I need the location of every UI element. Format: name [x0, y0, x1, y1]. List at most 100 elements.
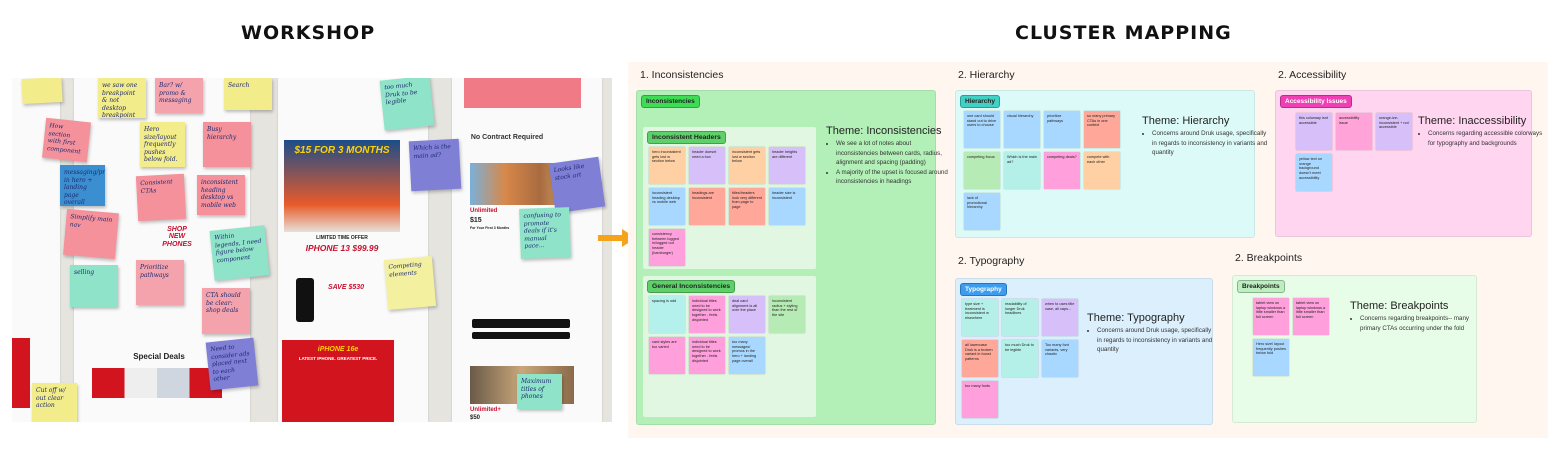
section-label-inconsistencies: 1. Inconsistencies	[640, 69, 724, 81]
sticky-note[interactable]: so many primary CTAs in one context	[1084, 111, 1120, 148]
sticky-note[interactable]: individual titles need to be designed to…	[689, 337, 725, 374]
cluster-tag[interactable]: Hierarchy	[960, 95, 1000, 108]
sub-cluster-tag[interactable]: Inconsistent Headers	[647, 131, 726, 144]
sticky-note[interactable]: orange-ize- inconsistent + not accessibl…	[1376, 113, 1412, 150]
cluster-tag[interactable]: Breakpoints	[1237, 280, 1285, 293]
sticky-note[interactable]: all lowercase Druk is a broken variant i…	[962, 340, 998, 377]
photo-sticky-note: Within legends, I need figure below comp…	[209, 225, 270, 281]
sticky-note[interactable]: too many fonts	[962, 381, 998, 418]
photo-sticky-note: Need to consider ads placed next to each…	[205, 337, 259, 391]
print-limited: LIMITED TIME OFFER	[316, 235, 368, 241]
hero-banner	[284, 140, 400, 232]
sticky-note[interactable]: type size + treatment is inconsistent w …	[962, 299, 998, 336]
photo-sticky-note: Search	[224, 78, 272, 110]
theme-bullets: Concerns around Druk usage, specifically…	[1142, 129, 1270, 158]
cluster-breakpoints[interactable]: tablet view on laptop windows a little s…	[1232, 275, 1477, 423]
sticky-note[interactable]: header heights are different	[769, 147, 805, 184]
workshop-heading: WORKSHOP	[241, 22, 376, 44]
photo-sticky-note: selling	[70, 265, 118, 307]
sticky-note[interactable]: inconsistent radius + styling than the r…	[769, 296, 805, 333]
sticky-note[interactable]: accessibility issue	[1336, 113, 1372, 150]
section-label-breakpoints: 2. Breakpoints	[1235, 252, 1303, 264]
cluster-inconsistencies[interactable]: Inconsistent Headers hero inconsistent ge…	[636, 90, 936, 425]
sticky-note[interactable]: prioritize pathways	[1044, 111, 1080, 148]
sticky-note[interactable]: individual titles need to be designed to…	[689, 296, 725, 333]
cluster-tag[interactable]: Typography	[960, 283, 1007, 296]
deal-cards	[92, 368, 222, 398]
sticky-note[interactable]: yellow text on orange background doesn't…	[1296, 154, 1332, 191]
sticky-note[interactable]: tablet view on laptop windows a little s…	[1293, 298, 1329, 335]
sticky-note[interactable]: titles/headers look very different from …	[729, 188, 765, 225]
sticky-note[interactable]: competing focus	[964, 152, 1000, 189]
photo-sticky-note: Simplify main nav	[63, 208, 119, 260]
sticky-note[interactable]: inconsistent heading desktop vs mobile w…	[649, 188, 685, 225]
sticky-note[interactable]: this colorway isnt accessible	[1296, 113, 1332, 150]
sticky-note[interactable]: competing deals?	[1044, 152, 1080, 189]
sticky-note[interactable]: hero inconsistent gets lost w section be…	[649, 147, 685, 184]
photo-sticky-note: Which is the main ad?	[408, 138, 462, 192]
sticky-note[interactable]: lack of promotional hierarchy	[964, 193, 1000, 230]
theme-bullet: Concerns around Druk usage, specifically…	[1097, 326, 1215, 355]
sticky-note[interactable]: Which is the main ad?	[1004, 152, 1040, 189]
red-banner	[464, 78, 581, 108]
theme-summary: Theme: TypographyConcerns around Druk us…	[1087, 312, 1215, 355]
theme-bullets: Concerns regarding breakpoints-- many pr…	[1350, 314, 1478, 333]
photo-sticky-note: messaging/promos in hero + landing page …	[60, 165, 105, 206]
photo-sticky-note: too much Druk to be legible	[379, 78, 435, 131]
photo-sticky-note: How section with first component	[42, 117, 91, 163]
cluster-tag[interactable]: Accessibility Issues	[1280, 95, 1352, 108]
photo-sticky-note: confusing to promote deals if it's manua…	[519, 207, 571, 259]
photo-sticky-note: Bar? w/ promo & messaging	[155, 78, 203, 113]
section-label-accessibility-issues: 2. Accessibility	[1278, 69, 1347, 81]
cluster-tag[interactable]: Inconsistencies	[641, 95, 700, 108]
sticky-note[interactable]: one card should stand out to drive users…	[964, 111, 1000, 148]
print-first3: For Your First 3 Months	[470, 226, 510, 230]
print-special-deals: Special Deals	[133, 352, 185, 361]
sticky-note[interactable]: consistency between logged in/logged out…	[649, 229, 685, 266]
sticky-note[interactable]: header doesnt need a box	[689, 147, 725, 184]
cluster-hierarchy[interactable]: one card should stand out to drive users…	[955, 90, 1255, 238]
sticky-note[interactable]: headings are inconsistent	[689, 188, 725, 225]
sticky-note[interactable]: visual hierarchy	[1004, 111, 1040, 148]
sticky-note[interactable]: header size is inconsistent	[769, 188, 805, 225]
theme-bullets: We see a lot of notes about inconsistenc…	[826, 139, 954, 187]
cluster-typography[interactable]: type size + treatment is inconsistent w …	[955, 278, 1213, 425]
theme-summary: Theme: HierarchyConcerns around Druk usa…	[1142, 115, 1270, 158]
sticky-note[interactable]: deal card alignment is all over the plac…	[729, 296, 765, 333]
print-save: SAVE $530	[327, 284, 365, 291]
theme-summary: Theme: BreakpointsConcerns regarding bre…	[1350, 300, 1478, 333]
print-iphone13: IPHONE 13 $99.99	[305, 243, 379, 253]
theme-title: Theme: Inaccessibility	[1418, 115, 1527, 127]
print-price15: $15	[470, 217, 482, 224]
theme-title: Theme: Typography	[1087, 312, 1185, 324]
sticky-note[interactable]: Too many font variants, very chaotic	[1042, 340, 1078, 377]
print-no-contract: No Contract Required	[470, 134, 544, 141]
photo-sticky-note: Looks like stock art	[548, 156, 606, 214]
sticky-note[interactable]: compete with each other	[1084, 152, 1120, 189]
sticky-note[interactable]: card styles are too varied	[649, 337, 685, 374]
photo-sticky-note: Competing elements	[383, 256, 437, 310]
theme-bullets: Concerns around Druk usage, specifically…	[1087, 326, 1215, 355]
theme-summary: Theme: Inconsistencies We see a lot of no…	[826, 125, 954, 187]
sticky-note[interactable]: Hero size/ layout frequently pushes belo…	[1253, 339, 1289, 376]
sub-cluster-inconsistent-headers[interactable]: Inconsistent Headers hero inconsistent ge…	[643, 127, 816, 269]
cta-bar	[472, 319, 570, 328]
sticky-note[interactable]: tablet view on laptop windows a little s…	[1253, 298, 1289, 335]
sticky-note[interactable]: inconsistent gets lost w section below	[729, 147, 765, 184]
photo-sticky-note: we saw one breakpoint & not desktop brea…	[98, 78, 146, 118]
section-label-hierarchy: 2. Hierarchy	[958, 69, 1015, 81]
sub-cluster-tag[interactable]: General Inconsistencies	[647, 280, 736, 293]
photo-sticky-note: Consistent CTAs	[135, 173, 187, 222]
sticky-note[interactable]: when to uses title case, all caps...	[1042, 299, 1078, 336]
sticky-note[interactable]: too many messages/ promos in the hero + …	[729, 337, 765, 374]
photo-sticky-note: CTA should be clear: shop deals	[202, 288, 250, 334]
theme-title: Theme: Inconsistencies	[826, 125, 942, 137]
theme-title: Theme: Breakpoints	[1350, 300, 1449, 312]
sticky-note[interactable]: readability of longer Druk headlines	[1002, 299, 1038, 336]
sticky-note[interactable]: too much Druk to be legible	[1002, 340, 1038, 377]
photo-sticky-note: Cut off w/ out clear action	[32, 383, 77, 422]
sticky-note[interactable]: spacing is odd	[649, 296, 685, 333]
theme-bullet: Concerns around Druk usage, specifically…	[1152, 129, 1270, 158]
